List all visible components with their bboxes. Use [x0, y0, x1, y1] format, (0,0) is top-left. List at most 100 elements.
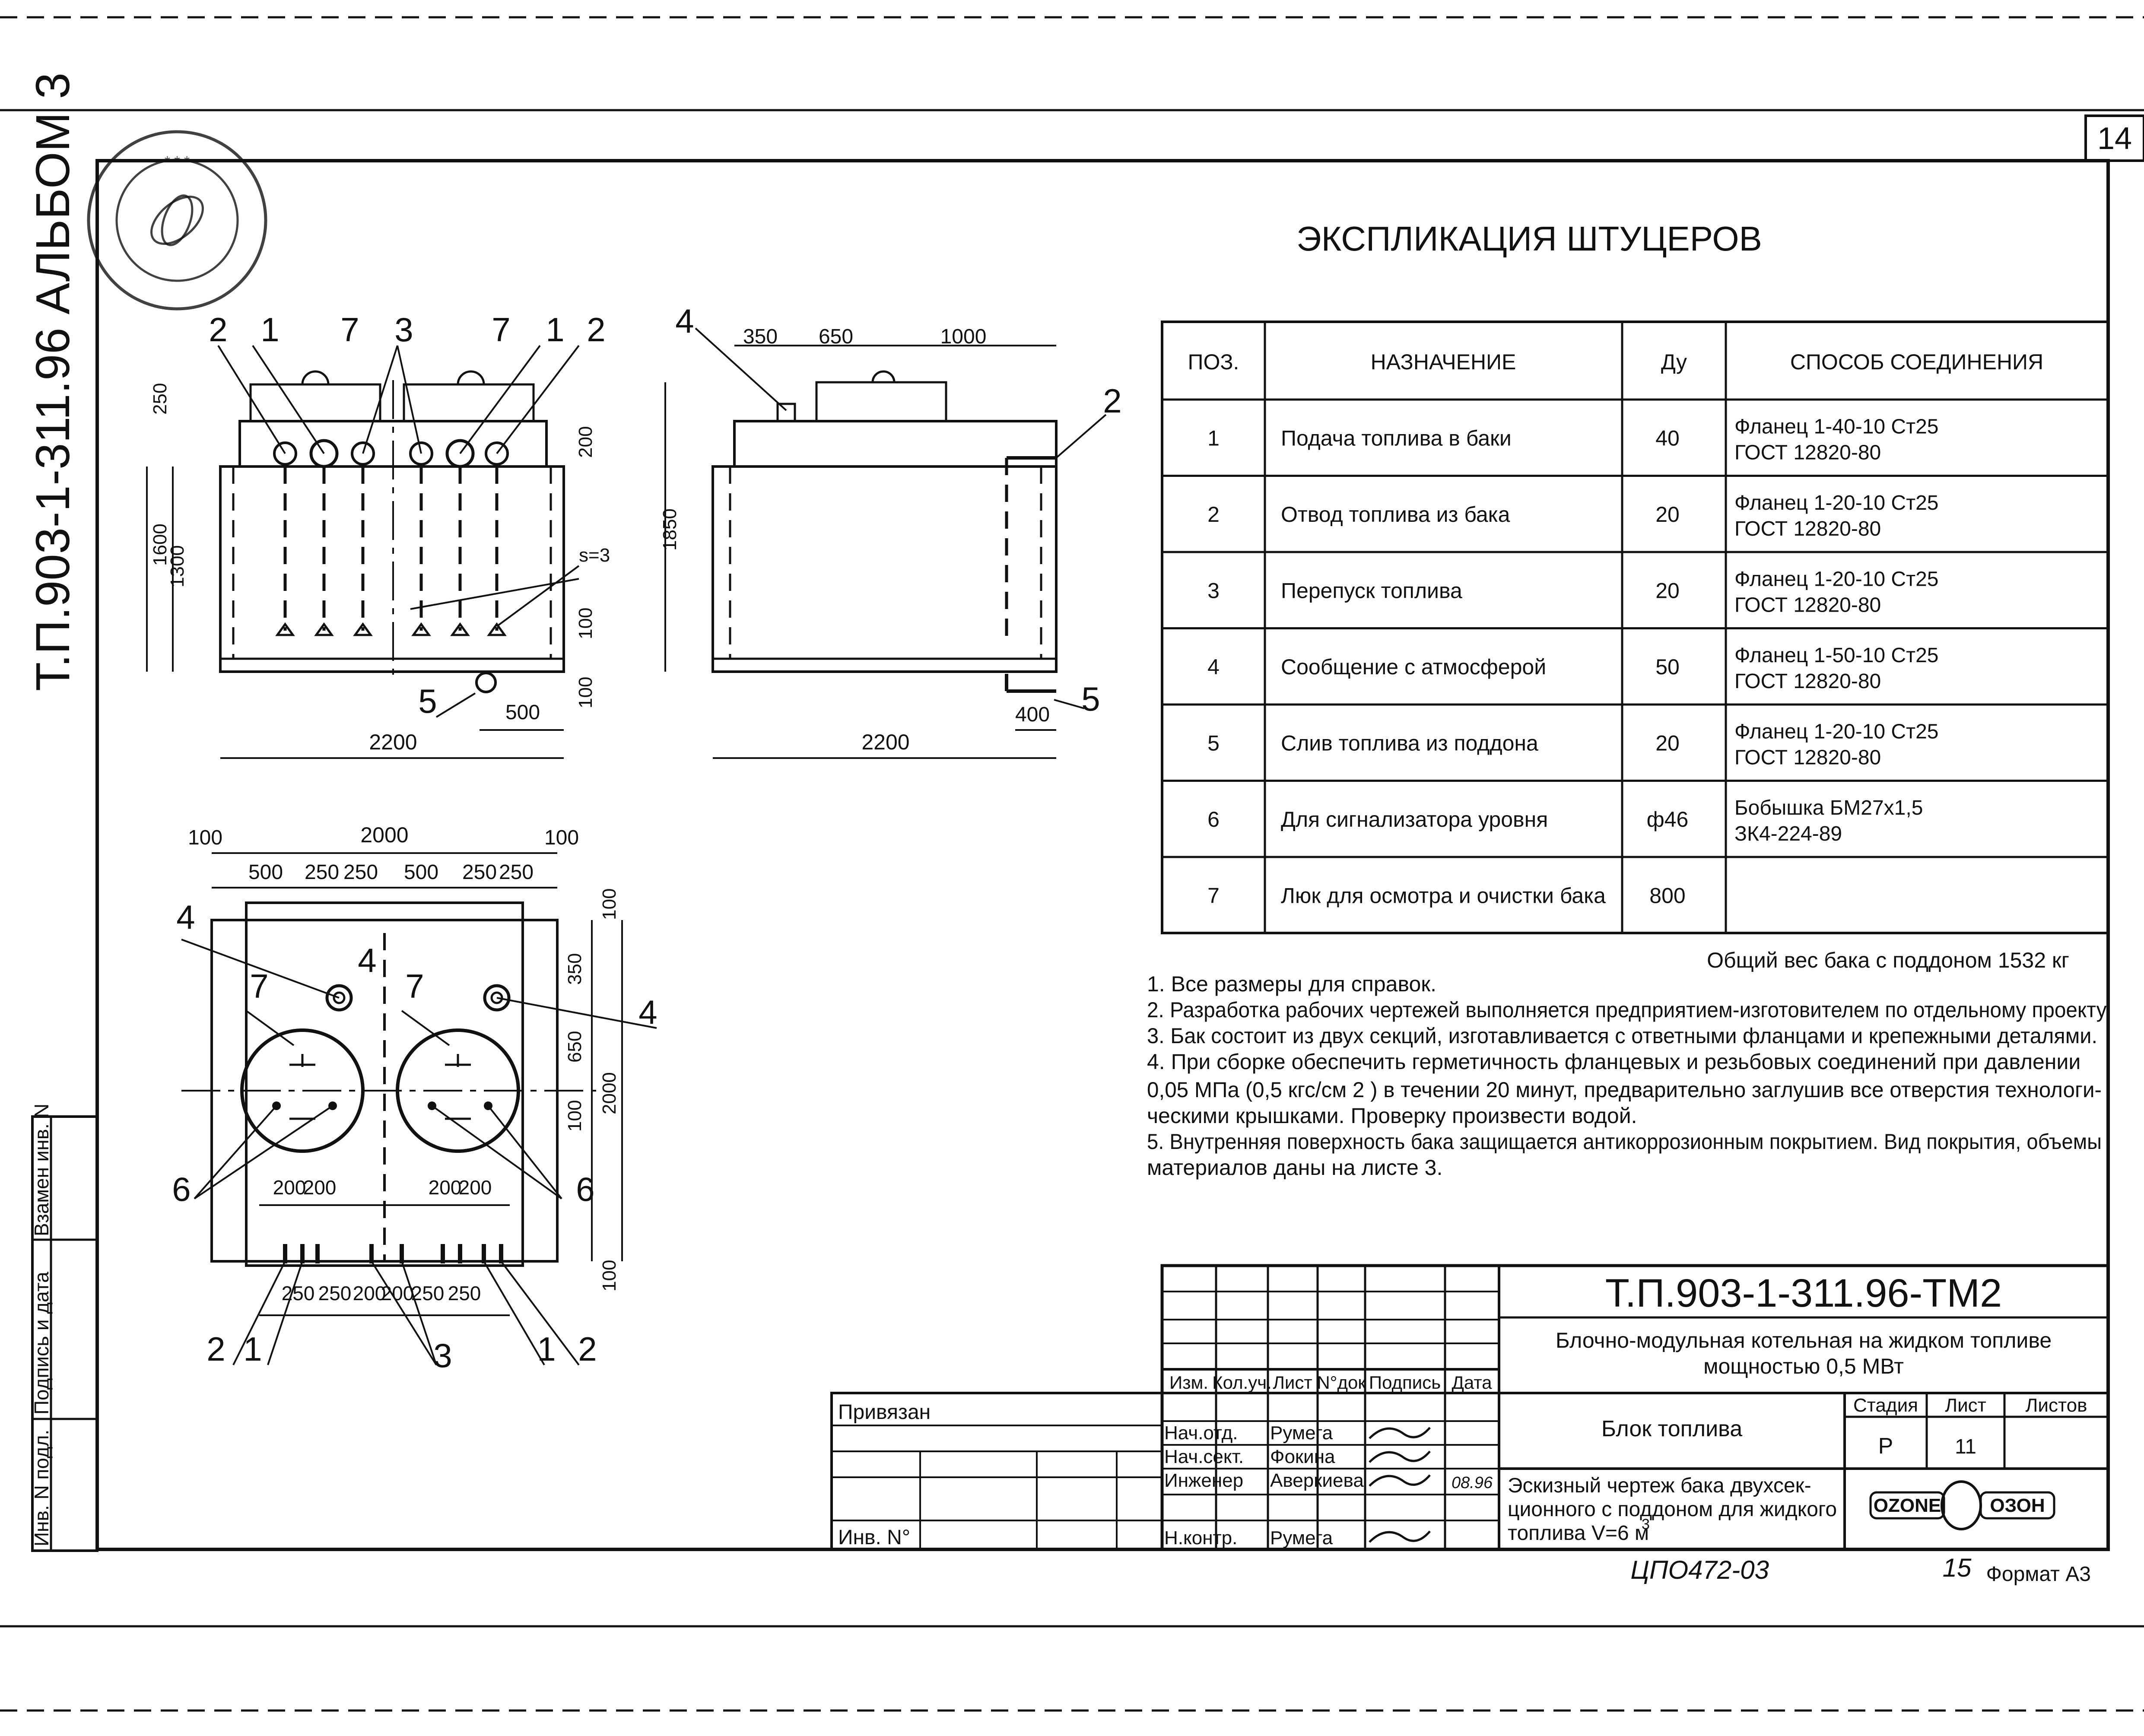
cell-pos: 4	[1207, 655, 1220, 679]
plan-dim-r100b: 100	[564, 1100, 585, 1132]
strip-signature-date: Подпись и дата	[30, 1272, 53, 1415]
plan-dim-250c: 250	[462, 861, 497, 884]
plan-dim-250b: 250	[343, 861, 378, 884]
explication: ЭКСПЛИКАЦИЯ ШТУЦЕРОВ ПОЗ. НАЗНАЧЕНИЕ Ду …	[1161, 219, 2109, 972]
sheet-value: 11	[1955, 1435, 1976, 1458]
front-dim-1600: 1600	[149, 524, 171, 566]
front-dim-250: 250	[149, 383, 171, 415]
plan-view: 100 2000 100 500 250 250 500 250 250 100…	[172, 823, 657, 1374]
front-label-1a: 1	[260, 311, 279, 349]
cell-pos: 6	[1207, 807, 1220, 832]
cell-du: 20	[1655, 578, 1680, 603]
project-line-1: Блочно-модульная котельная на жидком топ…	[1556, 1328, 2052, 1352]
note-4: 4. При сборке обеспечить герметичность ф…	[1147, 1050, 2080, 1074]
cell-du: 50	[1655, 655, 1680, 679]
col-header-pos: ПОЗ.	[1188, 350, 1239, 374]
note-2: 2. Разработка рабочих чертежей выполняет…	[1147, 998, 2110, 1022]
plan-dim-b250c: 250	[411, 1282, 445, 1304]
plan-label-7b: 7	[405, 967, 424, 1005]
front-label-7b: 7	[492, 311, 510, 349]
plan-dim-r2000: 2000	[599, 1072, 620, 1114]
pipe-end	[314, 622, 334, 636]
plan-label-6a: 6	[172, 1170, 191, 1208]
front-dim-1300: 1300	[167, 545, 188, 587]
cell-pos: 2	[1207, 502, 1220, 527]
pipe-end	[275, 622, 295, 636]
front-label-2a: 2	[209, 311, 227, 349]
plan-dim-inner-200c: 200	[429, 1176, 462, 1199]
cell-connection-1: Фланец 1-20-10 Ст25	[1734, 720, 1938, 743]
cell-pos: 1	[1207, 426, 1220, 450]
plan-label-4b: 4	[358, 941, 376, 979]
note-5: 5. Внутренняя поверхность бака защищаетс…	[1147, 1130, 2102, 1154]
plan-dim-250d: 250	[499, 861, 534, 884]
col-header-du: Ду	[1661, 350, 1687, 374]
front-dim-200: 200	[575, 426, 596, 458]
tb-name: Аверкиева	[1270, 1470, 1364, 1491]
tb-date: 08.96	[1452, 1474, 1493, 1492]
cell-purpose: Отвод топлива из бака	[1281, 502, 1510, 527]
plan-dim-inner-200d: 200	[459, 1176, 492, 1199]
strip-inv-podl: Инв. N подл.	[30, 1430, 53, 1546]
cell-pos: 5	[1207, 731, 1220, 755]
cell-connection-1: Фланец 1-50-10 Ст25	[1734, 644, 1938, 667]
plan-dim-inner-200a: 200	[273, 1176, 306, 1199]
cell-connection-1: Фланец 1-40-10 Ст25	[1734, 415, 1938, 438]
inv-no-label: Инв. N°	[838, 1526, 910, 1549]
tb-name: Румега	[1270, 1422, 1333, 1444]
note-4-cont: 0,05 МПа (0,5 кгс/см 2 ) в течении 20 ми…	[1147, 1078, 2102, 1102]
col-header-connection: СПОСОБ СОЕДИНЕНИЯ	[1790, 350, 2043, 374]
notes: 1. Все размеры для справок. 2. Разработк…	[1147, 972, 2110, 1180]
plan-dim-b200a: 200	[353, 1282, 386, 1304]
tb-header-izm: Изм.	[1169, 1372, 1208, 1393]
plan-dim-500a: 500	[248, 861, 283, 884]
explication-title: ЭКСПЛИКАЦИЯ ШТУЦЕРОВ	[1296, 219, 1762, 258]
side-label-4: 4	[675, 302, 694, 340]
front-label-2b: 2	[587, 311, 605, 349]
album-label: Т.П.903-1-311.96 АЛЬБОМ 3	[26, 73, 79, 691]
plan-bottom-label-2a: 2	[206, 1330, 225, 1368]
front-dim-2200: 2200	[369, 730, 417, 754]
logo-right: ОЗОН	[1990, 1495, 2045, 1516]
total-weight: Общий вес бака с поддоном 1532 кг	[1707, 948, 2069, 972]
plan-bottom-label-2b: 2	[578, 1330, 597, 1368]
front-dim-500: 500	[505, 701, 540, 724]
plan-label-4a: 4	[176, 898, 195, 936]
stage-value: Р	[1878, 1434, 1893, 1459]
side-dim-1000: 1000	[940, 325, 987, 348]
side-view: 4 350 650 1000 1850 400 2200 2 5	[659, 302, 1122, 759]
cell-du: 800	[1649, 883, 1685, 908]
archive-no: ЦПО472-03	[1630, 1555, 1769, 1584]
signature	[1369, 1450, 1431, 1463]
signature	[1369, 1474, 1431, 1487]
note-4-end: ческими крышками. Проверку произвести во…	[1147, 1104, 1637, 1128]
tb-header-ndoc: N°док	[1317, 1372, 1366, 1393]
cell-connection-2: ГОСТ 12820-80	[1734, 593, 1881, 616]
round-stamp: * * *	[87, 130, 267, 311]
plan-label-4c: 4	[638, 993, 657, 1031]
plan-bottom-label-3: 3	[433, 1336, 452, 1374]
tb-role: Нач.отд.	[1164, 1422, 1238, 1444]
tb-header-kolich: Кол.уч.	[1212, 1372, 1272, 1393]
left-strip: Инв. N подл. Подпись и дата Взамен инв. …	[30, 1104, 98, 1552]
plan-dim-500b: 500	[404, 861, 438, 884]
plan-dim-inner-200b: 200	[303, 1176, 337, 1199]
cell-purpose: Перепуск топлива	[1281, 578, 1462, 603]
tb-role: Нач.сект.	[1164, 1446, 1244, 1467]
stage-header: Стадия	[1853, 1395, 1918, 1416]
note-5-end: материалов даны на листе 3.	[1147, 1155, 1442, 1180]
cell-purpose: Сообщение с атмосферой	[1281, 655, 1546, 679]
cell-connection-2: ЗК4-224-89	[1734, 822, 1842, 845]
strip-vzamen: Взамен инв. N	[30, 1104, 53, 1236]
side-dim-650: 650	[819, 325, 853, 348]
cell-connection-1: Фланец 1-20-10 Ст25	[1734, 492, 1938, 514]
cell-purpose: Подача топлива в баки	[1281, 426, 1512, 450]
front-label-3: 3	[394, 311, 413, 349]
front-view: 2 1 7 3 7 1 2 250 200 1600 1300 s=3 100 …	[146, 311, 610, 759]
sheet-header: Лист	[1945, 1395, 1986, 1416]
